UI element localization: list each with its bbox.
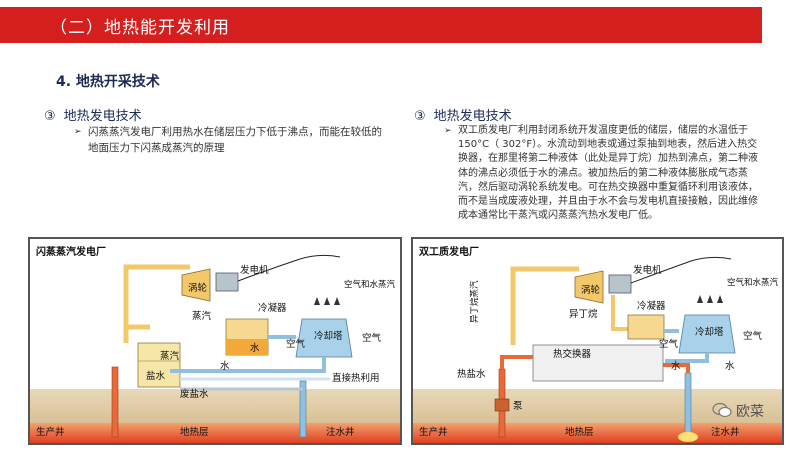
generator-label: 发电机: [633, 264, 662, 276]
cooling-tower: [678, 314, 736, 354]
production-well-pipe: [111, 366, 119, 438]
separator-tank: [137, 342, 181, 388]
heat-exchanger-label: 热交换器: [553, 348, 592, 360]
right-heading-text: 地热发电技术: [433, 109, 512, 124]
left-bullet-text: 闪蒸蒸汽发电厂利用热水在储层压力下低于沸点，而能在较低的地面压力下闪蒸成蒸汽的原…: [88, 126, 382, 154]
bullet-arrow-icon: ➢: [444, 126, 452, 136]
heat-exchanger: [532, 344, 664, 382]
steam-arrows: [697, 295, 723, 303]
injection-well-pipe: [299, 380, 307, 438]
right-bullet-text: 双工质发电厂利用封闭系统开发温度更低的储层，储层的水温低于150°C（ 302°…: [458, 125, 758, 222]
hot-brine-label: 热盐水: [457, 368, 486, 380]
air-label-2: 空气: [286, 338, 306, 350]
bullet-arrow-icon: ➢: [74, 127, 82, 137]
air-label-2: 空气: [659, 338, 679, 350]
steam-label: 蒸汽: [192, 310, 212, 322]
water-label-1: 水: [671, 360, 681, 372]
waste-brine-label: 废盐水: [180, 388, 209, 400]
turbine: [181, 268, 211, 302]
generator: [608, 274, 632, 294]
reservoir-layer: [30, 423, 400, 443]
left-heading-number: ③: [44, 109, 56, 124]
flash-steam-svg: 蒸汽 盐水 涡轮 发电机 蒸汽 冷凝器 空气和水蒸汽 冷却塔 空气 空气 水 水…: [30, 239, 400, 443]
steam-pipe-up: [123, 264, 190, 331]
injection-well-pipe: [684, 372, 692, 436]
condenser-label: 冷凝器: [258, 302, 287, 314]
right-heading: ③ 地热发电技术: [414, 105, 512, 124]
power-line: [237, 254, 341, 282]
production-well-label: 生产井: [36, 426, 65, 438]
right-heading-number: ③: [414, 109, 426, 124]
flash-steam-diagram: 蒸汽 盐水 涡轮 发电机 蒸汽 冷凝器 空气和水蒸汽 冷却塔 空气 空气 水 水…: [28, 237, 402, 445]
turbine-label: 涡轮: [188, 282, 208, 294]
section-title: 4. 地热开采技术: [56, 74, 160, 90]
water-label-2: 水: [220, 360, 230, 372]
brine-label: 盐水: [146, 370, 166, 382]
air-water-steam-label: 空气和水蒸汽: [727, 277, 779, 288]
pump: [494, 398, 510, 412]
watermark-text: 欧菜: [736, 404, 764, 420]
cooling-tower-label: 冷却塔: [314, 330, 343, 342]
reservoir-label: 地热层: [180, 426, 209, 438]
injection-glow: [678, 432, 698, 442]
injection-well-label: 注水井: [711, 426, 740, 438]
generator: [215, 272, 239, 292]
hot-brine-pipe: [500, 355, 533, 369]
water-pipe-2: [665, 353, 709, 363]
isobutane-vapor-pipe: [510, 266, 579, 345]
air-label-1: 空气: [362, 332, 382, 344]
direct-use-label: 直接热利用: [332, 372, 380, 384]
cooling-tower: [295, 318, 353, 358]
condenser: [627, 314, 665, 340]
left-heading: ③ 地热发电技术: [44, 105, 142, 124]
water-pipe-2: [170, 357, 326, 373]
air-water-steam-label: 空气和水蒸汽: [344, 279, 396, 290]
reservoir-label: 地热层: [565, 426, 594, 438]
right-bullet: ➢ 双工质发电厂利用封闭系统开发温度更低的储层，储层的水温低于150°C（ 30…: [444, 124, 762, 223]
binary-diagram-title: 双工质发电厂: [419, 247, 479, 258]
water-label-1: 水: [250, 342, 260, 354]
turbine-label: 涡轮: [581, 284, 601, 296]
injection-well-label: 注水井: [326, 426, 355, 438]
production-well-label: 生产井: [419, 426, 448, 438]
left-bullet: ➢ 闪蒸蒸汽发电厂利用热水在储层压力下低于沸点，而能在较低的地面压力下闪蒸成蒸汽…: [74, 124, 388, 156]
pump-label: 泵: [513, 401, 523, 412]
air-label-1: 空气: [743, 330, 763, 342]
binary-plant-diagram: 涡轮 发电机 异丁烷蒸汽 异丁烷 冷凝器 空气和水蒸汽 冷却塔 空气 空气 水 …: [411, 237, 784, 445]
ground: [413, 389, 782, 423]
power-line: [630, 256, 732, 284]
binary-plant-svg: 涡轮 发电机 异丁烷蒸汽 异丁烷 冷凝器 空气和水蒸汽 冷却塔 空气 空气 水 …: [413, 239, 782, 443]
condenser-water: [226, 339, 268, 355]
flash-diagram-title: 闪蒸蒸汽发电厂: [36, 247, 106, 258]
isobutane-label: 异丁烷: [569, 308, 598, 320]
left-heading-text: 地热发电技术: [63, 109, 142, 124]
page-title: （二）地热能开发利用: [50, 18, 230, 38]
isobutane-vapor-label: 异丁烷蒸汽: [469, 280, 480, 323]
cooling-tower-label: 冷却塔: [695, 326, 724, 338]
condenser-label: 冷凝器: [637, 300, 666, 312]
generator-label: 发电机: [240, 264, 269, 276]
ground: [30, 389, 400, 423]
isobutane-pipe: [611, 295, 628, 331]
water-label-2: 水: [725, 360, 735, 372]
header-bar: [0, 7, 762, 43]
steam-arrows: [314, 297, 340, 305]
separator-steam-label: 蒸汽: [160, 350, 180, 362]
return-brine-pipe: [663, 363, 690, 373]
wechat-icon: [712, 402, 732, 418]
turbine: [574, 270, 604, 304]
